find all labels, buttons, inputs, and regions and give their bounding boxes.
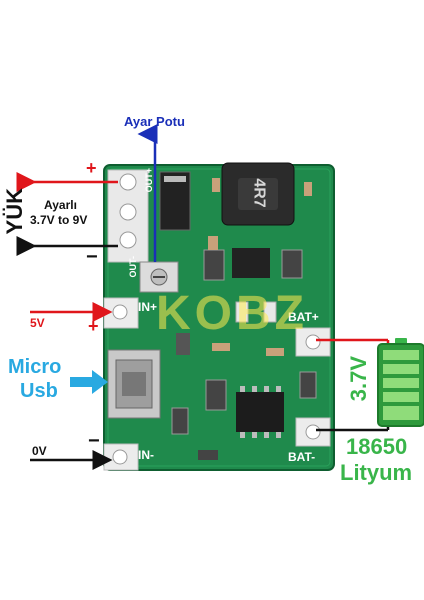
- inductor-marking: 4R7: [250, 178, 268, 208]
- micro-usb-line2: Usb: [20, 380, 58, 402]
- watermark: KOBZ: [156, 287, 308, 340]
- inductor: [221, 162, 295, 226]
- silk-out-minus: OUT-: [128, 256, 138, 278]
- silk-bat-plus: BAT+: [288, 310, 319, 324]
- micro-usb-port: [107, 349, 161, 419]
- out-plus-sign: +: [86, 158, 97, 178]
- silk-in-minus: IN-: [138, 448, 154, 462]
- input-5v-label: 5V: [30, 316, 45, 330]
- adjustable-line1: Ayarlı: [44, 198, 77, 212]
- out-minus-sign: −: [86, 246, 98, 268]
- potentiometer: [139, 261, 179, 293]
- silk-in-plus: IN+: [138, 300, 158, 314]
- charger-ic: [236, 392, 284, 432]
- ground-label: 0V: [32, 444, 47, 458]
- battery-type-label: Lityum: [340, 460, 413, 485]
- usb-arrow: [70, 370, 108, 394]
- out-pads: [107, 169, 149, 263]
- silk-bat-minus: BAT-: [288, 450, 316, 464]
- battery-model-label: 18650: [346, 434, 408, 459]
- silk-out-plus: OUT+: [144, 168, 154, 193]
- pot-label: Ayar Potu: [124, 114, 185, 129]
- in-plus-sign: +: [88, 316, 99, 336]
- load-label: YÜK: [2, 188, 27, 235]
- micro-usb-line1: Micro: [8, 356, 62, 378]
- battery-voltage-label: 3.7V: [346, 356, 371, 402]
- battery-icon: [377, 338, 424, 427]
- in-minus-sign: −: [88, 430, 100, 452]
- adjustable-line2: 3.7V to 9V: [30, 213, 88, 227]
